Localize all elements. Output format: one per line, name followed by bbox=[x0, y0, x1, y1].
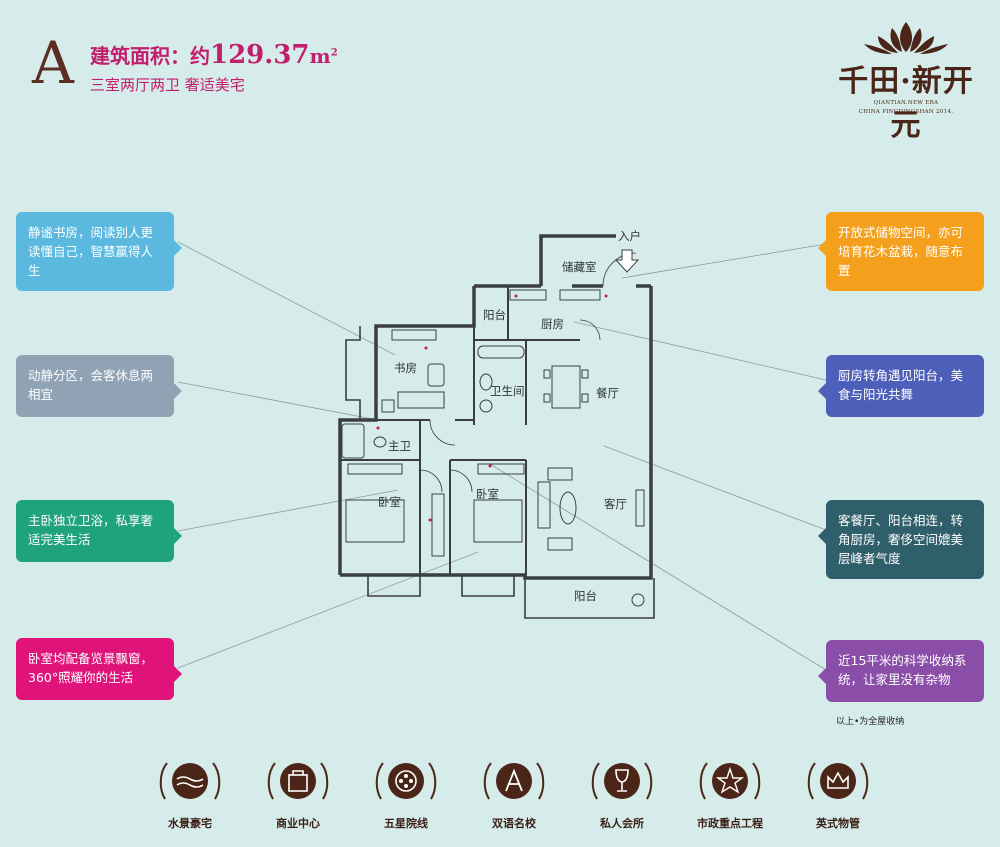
lotus-icon bbox=[864, 22, 948, 54]
room-label-entrance: 入户 bbox=[618, 229, 641, 243]
room-label-balcony-top: 阳台 bbox=[483, 308, 506, 322]
unit-subtitle: 三室两厅两卫 奢适美宅 bbox=[90, 76, 245, 94]
area-label: 建筑面积：约 bbox=[90, 44, 210, 68]
feature-water: 水景豪宅 bbox=[155, 755, 225, 835]
feature-cinema: 五星院线 bbox=[371, 755, 441, 835]
area-unit: m bbox=[309, 44, 331, 68]
brand-name: 千田·新开元 bbox=[838, 64, 974, 143]
feature-club: 私人会所 bbox=[587, 755, 657, 835]
feature-label: 商业中心 bbox=[276, 817, 320, 830]
room-label-bathroom: 卫生间 bbox=[490, 384, 525, 398]
callout-bay-window: 卧室均配备览景飘窗，360°照耀你的生活 bbox=[16, 638, 182, 700]
brand-en-line1: QIANTIAN.NEW ERA bbox=[873, 100, 939, 106]
area-unit-sup: 2 bbox=[330, 47, 338, 59]
letter-a-icon bbox=[483, 762, 545, 800]
wine-glass-icon bbox=[591, 762, 653, 800]
room-label-master-bath: 主卫 bbox=[388, 439, 411, 453]
room-label-study: 书房 bbox=[394, 361, 417, 375]
feature-label: 水景豪宅 bbox=[168, 817, 212, 830]
room-label-kitchen: 厨房 bbox=[541, 317, 564, 331]
unit-type-letter: A bbox=[32, 29, 74, 97]
feature-label: 五星院线 bbox=[384, 817, 428, 830]
callout-study: 静谧书房，阅读别人更读懂自己，智慧赢得人生 bbox=[16, 212, 182, 291]
callout-living: 客餐厅、阳台相连，转角厨房，奢侈空间媲美层峰者气度 bbox=[818, 500, 984, 579]
crown-icon bbox=[807, 762, 869, 800]
doors bbox=[419, 252, 637, 493]
entrance-arrow-icon bbox=[614, 249, 640, 273]
room-label-bedroom-left: 卧室 bbox=[378, 495, 401, 509]
building-area: 建筑面积：约129.37m2 bbox=[90, 40, 338, 70]
area-value: 129.37 bbox=[210, 40, 310, 70]
room-label-storage: 储藏室 bbox=[562, 260, 597, 274]
callout-zoning: 动静分区，会客休息两相宜 bbox=[16, 355, 182, 417]
feature-municipal: 市政重点工程 bbox=[695, 755, 765, 835]
feature-commerce: 商业中心 bbox=[263, 755, 333, 835]
storage-note: 以上•为全屋收纳 bbox=[836, 717, 905, 727]
room-label-bedroom-mid: 卧室 bbox=[476, 487, 499, 501]
callout-master-bath: 主卧独立卫浴，私享奢适完美生活 bbox=[16, 500, 182, 562]
feature-property: 英式物管 bbox=[803, 755, 873, 835]
callout-kitchen: 厨房转角遇见阳台，美食与阳光共舞 bbox=[818, 355, 984, 417]
bay-windows bbox=[345, 326, 655, 619]
callout-storage-total: 近15平米的科学收纳系统，让家里没有杂物 bbox=[818, 640, 984, 702]
star-icon bbox=[699, 762, 761, 800]
feature-label: 市政重点工程 bbox=[697, 817, 763, 830]
brand-en-line2: CHINA PINGDINGSHAN 2014. bbox=[858, 109, 954, 115]
room-label-living: 客厅 bbox=[604, 497, 627, 511]
callout-open-storage: 开放式储物空间，亦可培育花木盆栽，随意布置 bbox=[818, 212, 984, 291]
room-label-balcony-bottom: 阳台 bbox=[574, 589, 597, 603]
shopping-bag-icon bbox=[267, 762, 329, 800]
room-label-dining: 餐厅 bbox=[596, 386, 619, 400]
water-waves-icon bbox=[159, 762, 221, 800]
brand-logo: 千田·新开元 QIANTIAN.NEW ERA CHINA PINGDINGSH… bbox=[836, 18, 976, 143]
feature-label: 英式物管 bbox=[816, 817, 860, 830]
feature-label: 私人会所 bbox=[600, 817, 644, 830]
feature-school: 双语名校 bbox=[479, 755, 549, 835]
feature-label: 双语名校 bbox=[492, 817, 536, 830]
walls bbox=[338, 234, 653, 580]
film-reel-icon bbox=[375, 762, 437, 800]
